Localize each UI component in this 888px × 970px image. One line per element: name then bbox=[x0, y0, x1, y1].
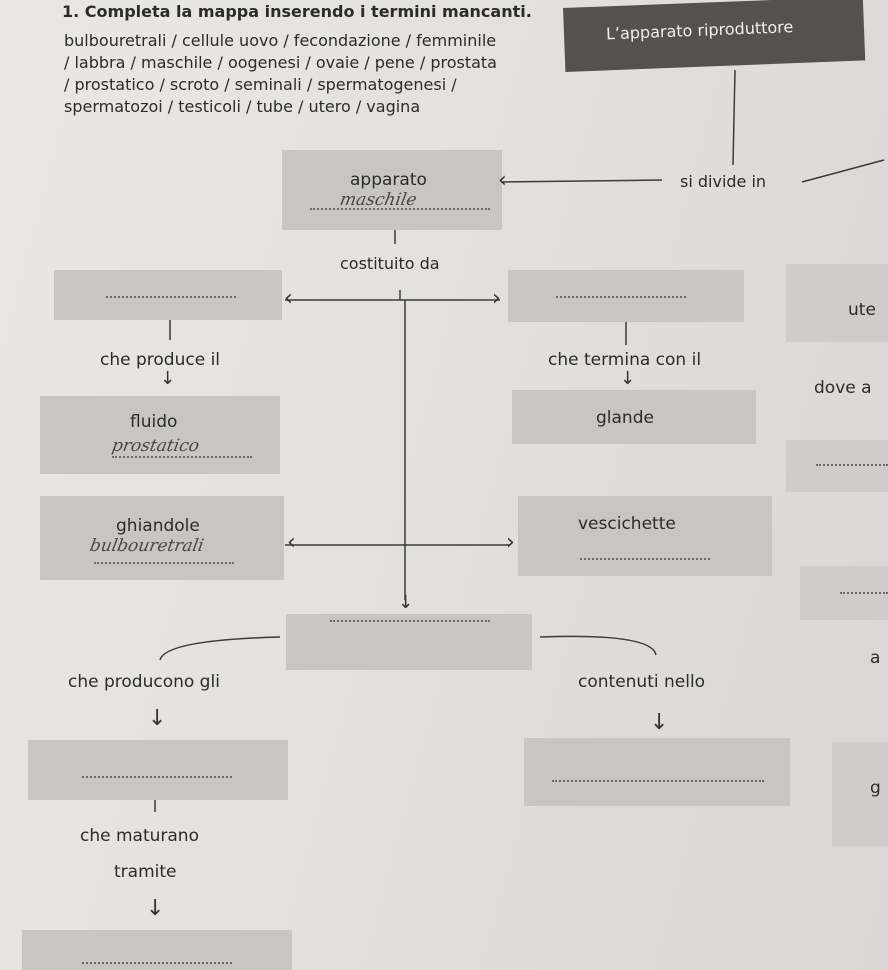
right-fragment: ute bbox=[848, 300, 876, 320]
answer-line bbox=[330, 620, 490, 622]
answer-line bbox=[556, 296, 686, 298]
arrow-down-icon: ↓ bbox=[148, 706, 167, 731]
apparato-box: apparato maschile bbox=[282, 150, 502, 230]
right-box: g bbox=[832, 742, 888, 846]
glands-label: ghiandole bbox=[116, 516, 200, 536]
scrotum-box bbox=[286, 614, 532, 670]
right-fragment: dove a bbox=[814, 378, 872, 398]
vesicles-box: vescichette bbox=[518, 496, 772, 576]
answer-line bbox=[580, 558, 710, 560]
answer-line bbox=[106, 296, 236, 298]
mature-through-label: che maturano bbox=[80, 826, 199, 846]
vesicles-label: vescichette bbox=[578, 514, 676, 534]
arrow-down-icon: ↓ bbox=[146, 896, 165, 921]
fluid-box: fluido prostatico bbox=[40, 396, 280, 474]
ends-with-label: che termina con il bbox=[548, 350, 702, 370]
word-list-line: spermatozoi / testicoli / tube / utero /… bbox=[64, 97, 421, 116]
right-fragment: g bbox=[870, 778, 881, 798]
arrow-right-icon: › bbox=[506, 530, 515, 555]
word-list-line: / labbra / maschile / oogenesi / ovaie /… bbox=[64, 53, 497, 72]
arrow-left-icon: ‹ bbox=[498, 168, 507, 193]
glands-box: ghiandole bulbouretrali bbox=[40, 496, 284, 580]
testicles-container-box bbox=[524, 738, 790, 806]
arrow-down-icon: ↓ bbox=[160, 368, 176, 389]
arrow-left-icon: ‹ bbox=[284, 286, 293, 311]
answer-line bbox=[112, 456, 252, 458]
spermatogenesis-box bbox=[22, 930, 292, 970]
arrow-down-icon: ↓ bbox=[620, 368, 636, 389]
handwritten-answer: maschile bbox=[338, 190, 419, 210]
produces-label: che produce il bbox=[100, 350, 221, 370]
tramite-label: tramite bbox=[114, 862, 177, 882]
arrow-down-icon: ↓ bbox=[398, 592, 414, 613]
handwritten-answer: bulbouretrali bbox=[88, 536, 206, 556]
root-title: L’apparato riproduttore bbox=[605, 17, 794, 44]
handwritten-answer: prostatico bbox=[110, 436, 201, 456]
exercise-text: Completa la mappa inserendo i termini ma… bbox=[84, 2, 532, 21]
testicles-box bbox=[54, 270, 282, 320]
answer-line bbox=[552, 780, 764, 782]
fluid-label: fluido bbox=[130, 412, 178, 432]
arrow-left-icon: ‹ bbox=[287, 530, 296, 555]
producing-label: che producono gli bbox=[68, 672, 220, 692]
arrow-right-icon: › bbox=[492, 286, 501, 311]
arrow-down-icon: ↓ bbox=[650, 710, 669, 735]
constituted-by-label: costituito da bbox=[340, 254, 440, 273]
answer-line bbox=[82, 776, 232, 778]
spermatozoa-box bbox=[28, 740, 288, 800]
glande-label: glande bbox=[596, 408, 654, 428]
word-list: bulbouretrali / cellule uovo / fecondazi… bbox=[64, 30, 554, 118]
apparato-label: apparato bbox=[350, 170, 427, 190]
right-fragment: a bbox=[870, 648, 881, 668]
divides-in-label: si divide in bbox=[680, 172, 767, 191]
pene-box bbox=[508, 270, 744, 322]
word-list-line: bulbouretrali / cellule uovo / fecondazi… bbox=[64, 31, 497, 50]
exercise-number: 1. bbox=[62, 2, 80, 21]
right-box-uterus: ute bbox=[786, 264, 888, 342]
glande-box: glande bbox=[512, 390, 756, 444]
contained-in-label: contenuti nello bbox=[578, 672, 706, 692]
right-box bbox=[786, 440, 888, 492]
answer-line bbox=[840, 592, 888, 594]
answer-line bbox=[310, 208, 490, 210]
word-list-line: / prostatico / scroto / seminali / sperm… bbox=[64, 75, 457, 94]
root-title-box: L’apparato riproduttore bbox=[563, 0, 866, 72]
answer-line bbox=[94, 562, 234, 564]
answer-line bbox=[816, 464, 888, 466]
exercise-instruction: 1. Completa la mappa inserendo i termini… bbox=[62, 2, 532, 21]
right-box bbox=[800, 566, 888, 620]
answer-line bbox=[82, 962, 232, 964]
